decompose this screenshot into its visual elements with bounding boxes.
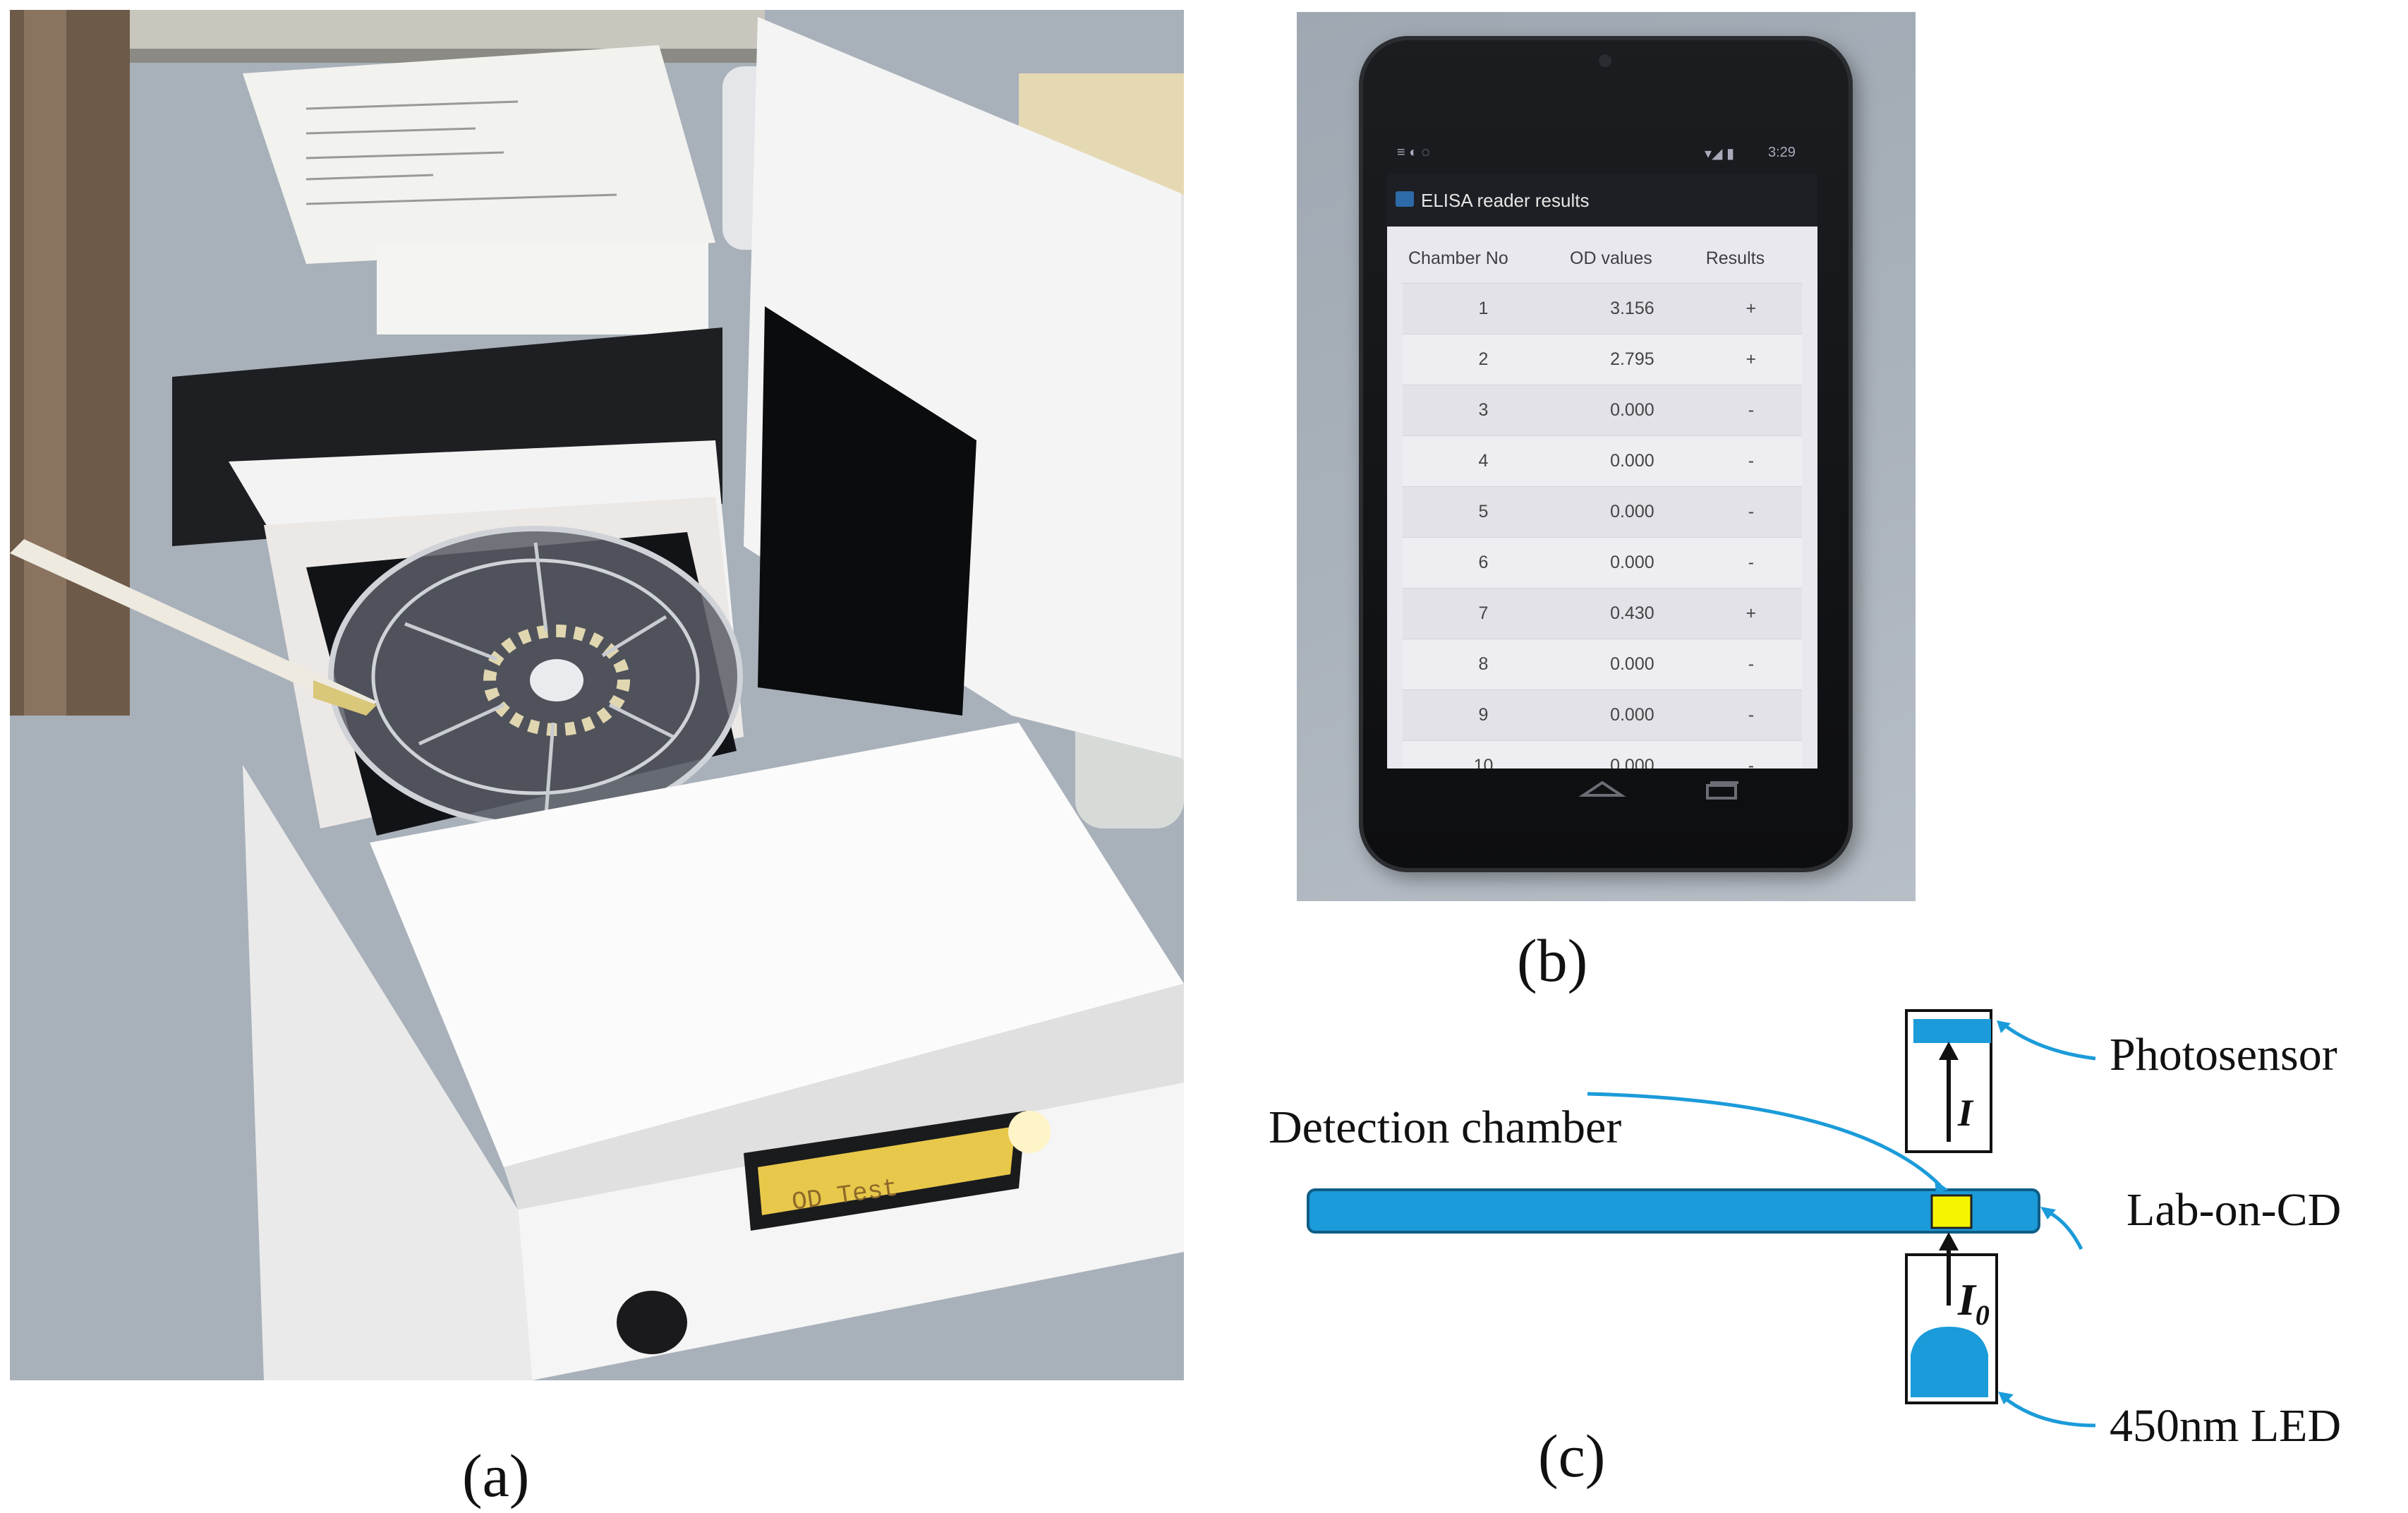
cell-result: - [1700,740,1802,768]
cell-od: 0.000 [1564,689,1700,741]
label-lab-on-cd: Lab-on-CD [2126,1184,2342,1236]
device-photo-illustration: OD Test [10,10,1184,1380]
cell-result: - [1700,537,1802,589]
cell-od: 0.000 [1564,639,1700,690]
cell-chamber: 8 [1403,639,1565,690]
caption-c: (c) [1538,1422,1606,1490]
cell-chamber: 3 [1403,385,1565,436]
cell-chamber: 2 [1403,334,1565,385]
cell-chamber: 7 [1403,588,1565,639]
label-detection-chamber: Detection chamber [1269,1102,1622,1153]
photosensor-block [1913,1019,1991,1043]
cell-result: - [1700,385,1802,436]
cell-od: 0.000 [1564,740,1700,768]
cell-od: 0.000 [1564,486,1700,538]
label-intensity-i: I [1958,1092,1973,1134]
cell-od: 0.000 [1564,435,1700,487]
app-logo-icon [1396,191,1414,207]
cell-od: 2.795 [1564,334,1700,385]
detection-chamber-block [1930,1194,1973,1229]
led-block [1911,1327,1988,1397]
col-header-results: Results [1705,248,1765,268]
label-intensity-i0: I0 [1958,1277,1990,1330]
label-intensity-i0-sub: 0 [1975,1298,1990,1331]
app-title: ELISA reader results [1421,190,1590,211]
cell-result: - [1700,435,1802,487]
cell-chamber: 1 [1403,283,1565,334]
label-photosensor: Photosensor [2110,1029,2337,1080]
cell-result: + [1700,334,1802,385]
nav-bar [1387,768,1817,811]
optical-schematic: Photosensor Detection chamber Lab-on-CD … [1249,974,2408,1449]
cell-chamber: 9 [1403,689,1565,741]
phone-photo: ≡ ◐ ◌ ▾◢ ▮ 3:29 ELISA reader results Cha… [1297,12,1916,901]
cell-result: - [1700,486,1802,538]
cell-chamber: 5 [1403,486,1565,538]
cell-od: 0.000 [1564,385,1700,436]
cell-chamber: 4 [1403,435,1565,487]
col-header-chamber: Chamber No [1408,248,1508,268]
status-bar: ≡ ◐ ◌ ▾◢ ▮ 3:29 [1387,135,1817,174]
cell-result: - [1700,689,1802,741]
cell-chamber: 10 [1403,740,1565,768]
front-camera-icon [1599,54,1611,67]
col-header-od: OD values [1570,248,1652,268]
cell-od: 3.156 [1564,283,1700,334]
recent-apps-icon[interactable] [1706,781,1738,800]
status-time: 3:29 [1768,145,1796,160]
signal-battery-icons: ▾◢ ▮ [1705,146,1734,162]
cell-chamber: 6 [1403,537,1565,589]
cell-od: 0.000 [1564,537,1700,589]
smartphone: ≡ ◐ ◌ ▾◢ ▮ 3:29 ELISA reader results Cha… [1359,36,1853,872]
home-icon[interactable] [1578,780,1626,797]
caption-a: (a) [462,1442,530,1509]
device-photo: OD Test [10,10,1184,1380]
label-450nm-led: 450nm LED [2110,1400,2342,1452]
phone-screen: ≡ ◐ ◌ ▾◢ ▮ 3:29 ELISA reader results Cha… [1387,135,1817,768]
label-intensity-i0-main: I [1958,1274,1976,1325]
led-housing [1905,1253,1998,1404]
cell-result: - [1700,639,1802,690]
lab-on-cd-bar [1307,1188,2040,1234]
caption-b: (b) [1517,927,1588,994]
cell-od: 0.430 [1564,588,1700,639]
photosensor-housing [1905,1009,1992,1153]
cell-result: + [1700,283,1802,334]
app-bar: ELISA reader results [1387,174,1817,227]
notification-icons: ≡ ◐ ◌ [1397,145,1430,160]
schematic-drawing [1307,1009,2096,1428]
cell-result: + [1700,588,1802,639]
